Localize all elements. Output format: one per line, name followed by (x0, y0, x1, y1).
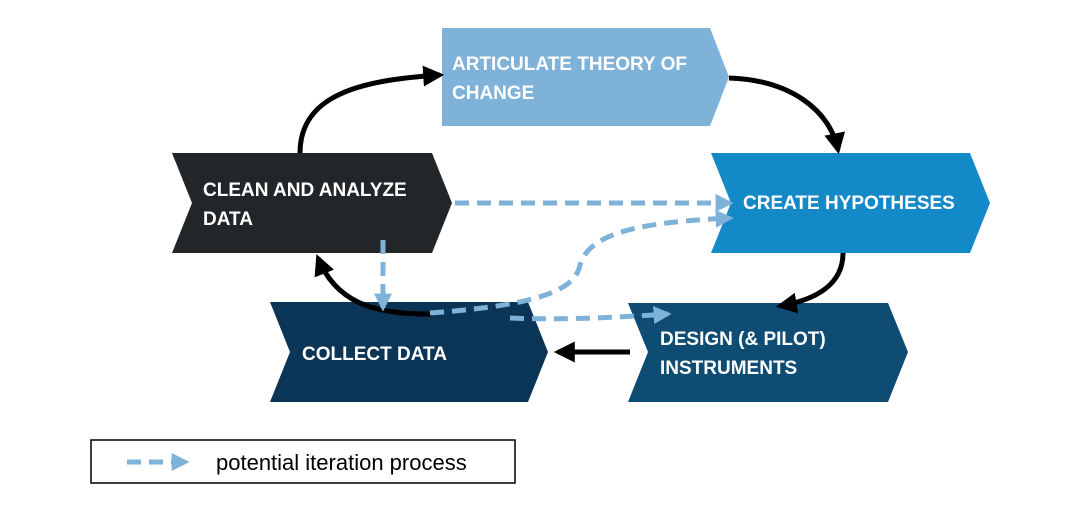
node-design-pilot-instruments: DESIGN (& PILOT) INSTRUMENTS (628, 303, 908, 402)
node-collect-data: COLLECT DATA (270, 302, 548, 402)
svg-text:CREATE HYPOTHESES: CREATE HYPOTHESES (743, 193, 955, 214)
chevron-shape (442, 28, 729, 126)
chevron-shape (711, 153, 990, 253)
svg-text:DESIGN (& PILOT) INSTRUM: DESIGN (& PILOT) INSTRUMENTS (660, 329, 831, 379)
chevron-shape (172, 153, 452, 253)
chevron-shape (270, 302, 548, 402)
legend: potential iteration process (90, 439, 516, 484)
svg-text:CLEAN AND ANALYZE DATA: CLEAN AND ANALYZE DATA (203, 180, 412, 230)
legend-label: potential iteration process (216, 450, 467, 475)
svg-text:ARTICULATE THEORY OF CHA: ARTICULATE THEORY OF CHANGE (452, 54, 692, 104)
node-label-line: CHANGE (452, 83, 534, 104)
legend-box (90, 439, 516, 484)
node-create-hypotheses: CREATE HYPOTHESES (711, 153, 990, 253)
node-label-line: ARTICULATE THEORY OF (452, 54, 687, 75)
dashed-arrow-collect-to-design (509, 306, 672, 324)
node-label-line: COLLECT DATA (302, 344, 447, 365)
arrow-collect-to-clean (314, 254, 433, 317)
node-clean-and-analyze-data: CLEAN AND ANALYZE DATA (172, 153, 452, 253)
arrow-hypotheses-to-design (775, 252, 846, 314)
node-label-line: CLEAN AND ANALYZE (203, 180, 407, 201)
svg-text:COLLECT DATA: COLLECT DATA (302, 344, 447, 365)
node-label-line: DESIGN (& PILOT) (660, 329, 826, 350)
node-label-line: INSTRUMENTS (660, 358, 797, 379)
node-label-line: DATA (203, 209, 253, 230)
dashed-arrow-collect-to-hypotheses (429, 209, 734, 316)
chevron-shape (628, 303, 908, 402)
node-articulate-theory-of-change: ARTICULATE THEORY OF CHANGE (442, 28, 729, 126)
node-label-line: CREATE HYPOTHESES (743, 193, 955, 214)
arrow-clean-to-articulate (297, 65, 445, 154)
arrow-articulate-to-hypotheses (728, 75, 845, 155)
